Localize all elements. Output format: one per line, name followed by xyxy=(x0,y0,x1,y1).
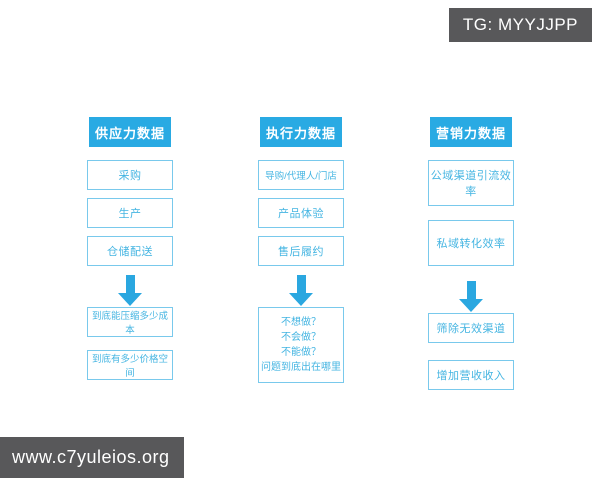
down-arrow-icon xyxy=(288,275,314,307)
question-line: 不想做？ xyxy=(281,317,321,328)
watermark-url-badge: www.c7yuleios.org xyxy=(0,437,184,478)
column-header-marketing: 营销力数据 xyxy=(430,117,512,147)
question-line: 不会做？ xyxy=(281,332,321,343)
down-arrow-icon xyxy=(117,275,143,307)
column-header-supply: 供应力数据 xyxy=(89,117,171,147)
column-supply-data: 供应力数据 采购 生产 仓储配送 到底能压缩多少成本 到底有多少价格空间 xyxy=(86,117,174,380)
arrow-head xyxy=(459,299,483,312)
down-arrow-icon xyxy=(458,281,484,313)
flow-box-private-conversion-efficiency: 私域转化效率 xyxy=(428,220,514,266)
arrow-stem xyxy=(296,275,306,293)
flow-box-procurement: 采购 xyxy=(87,160,173,190)
arrow-head xyxy=(118,293,142,306)
result-box-price-space: 到底有多少价格空间 xyxy=(87,350,173,380)
arrow-head xyxy=(289,293,313,306)
column-marketing-data: 营销力数据 公域渠道引流效率 私域转化效率 筛除无效渠道 增加营收收入 xyxy=(427,117,515,390)
question-line: 不能做？ xyxy=(281,347,321,358)
result-box-cost-compression: 到底能压缩多少成本 xyxy=(87,307,173,337)
flow-box-public-channel-efficiency: 公域渠道引流效率 xyxy=(428,160,514,206)
result-box-questions: 不想做？ 不会做？ 不能做？ 问题到底出在哪里 xyxy=(258,307,344,383)
column-execution-data: 执行力数据 导购/代理人/门店 产品体验 售后履约 不想做？ 不会做？ 不能做？… xyxy=(257,117,345,383)
arrow-stem xyxy=(466,281,476,299)
flow-box-warehouse-delivery: 仓储配送 xyxy=(87,236,173,266)
flow-box-production: 生产 xyxy=(87,198,173,228)
result-box-filter-channels: 筛除无效渠道 xyxy=(428,313,514,343)
result-box-increase-revenue: 增加营收收入 xyxy=(428,360,514,390)
arrow-stem xyxy=(125,275,135,293)
flow-box-aftersales-fulfillment: 售后履约 xyxy=(258,236,344,266)
watermark-tg-badge: TG: MYYJJPP xyxy=(448,8,592,42)
flow-box-guide-agent-store: 导购/代理人/门店 xyxy=(258,160,344,190)
flow-box-product-experience: 产品体验 xyxy=(258,198,344,228)
column-header-execution: 执行力数据 xyxy=(260,117,342,147)
question-line: 问题到底出在哪里 xyxy=(261,362,341,373)
